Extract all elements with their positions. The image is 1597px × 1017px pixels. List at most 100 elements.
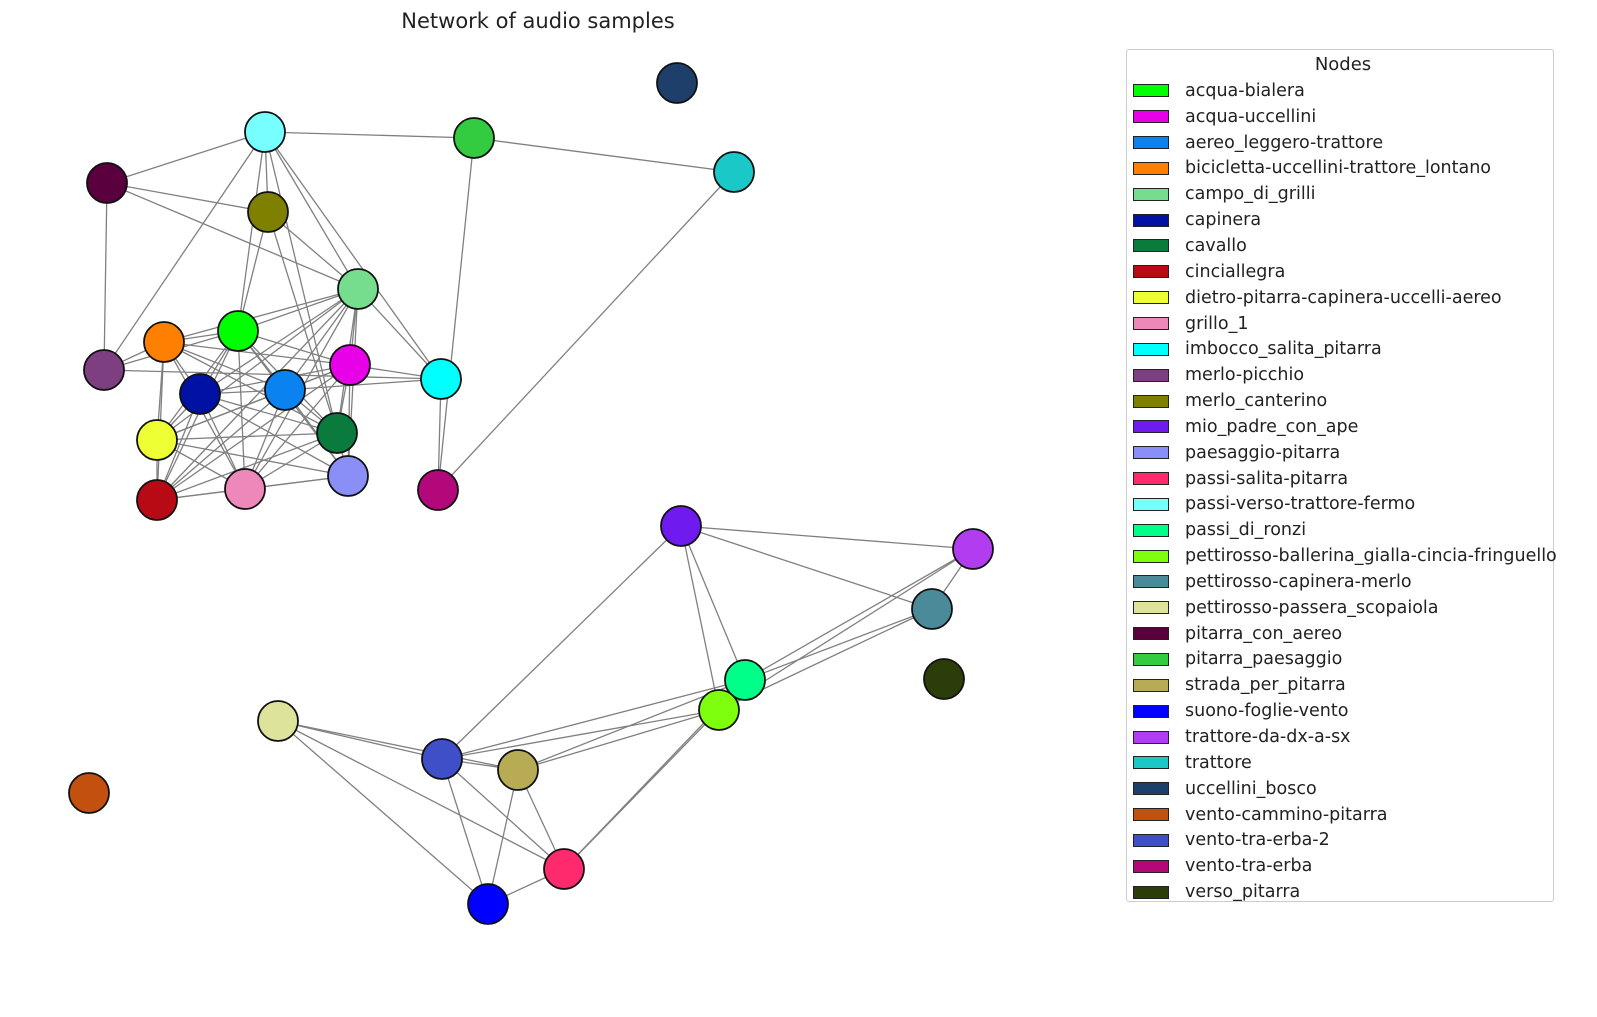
legend-item-passi-verso-trattore-fermo: passi-verso-trattore-fermo <box>1133 492 1553 518</box>
node-passi-verso-trattore-fermo[interactable] <box>244 111 286 153</box>
legend-item-vento-tra-erba-2: vento-tra-erba-2 <box>1133 827 1553 853</box>
legend-swatch <box>1133 213 1169 227</box>
node-campo-di-grilli[interactable] <box>337 268 379 310</box>
legend-swatch <box>1133 497 1169 511</box>
legend-label: aereo_leggero-trattore <box>1185 132 1384 153</box>
node-vento-tra-erba[interactable] <box>417 469 459 511</box>
edge-mio-padre-con-ape--pettirosso-ballerina-gialla-cincia-fringuello <box>680 525 720 711</box>
node-trattore[interactable] <box>713 151 755 193</box>
edge-pettirosso-passera-scopaiola--vento-tra-erba-2 <box>277 720 443 760</box>
edge-pettirosso-ballerina-gialla-cincia-fringuello--strada-per-pitarra <box>517 709 720 771</box>
edge-passi-verso-trattore-fermo--pitarra-paesaggio <box>264 131 475 139</box>
edge-campo-di-grilli--cinciallegra <box>156 288 359 501</box>
node-vento-tra-erba-2[interactable] <box>421 738 463 780</box>
legend-swatch <box>1133 136 1169 150</box>
edge-pettirosso-ballerina-gialla-cincia-fringuello--passi-salita-pitarra <box>563 709 720 870</box>
node-uccellini-bosco[interactable] <box>656 62 698 104</box>
legend-label: strada_per_pitarra <box>1185 675 1346 696</box>
legend-label: paesaggio-pitarra <box>1185 442 1341 463</box>
node-pitarra-con-aereo[interactable] <box>86 162 128 204</box>
edge-passi-verso-trattore-fermo--acqua-bialera <box>237 131 266 332</box>
node-pettirosso-ballerina-gialla-cincia-fringuello[interactable] <box>698 689 740 731</box>
node-dietro-pitarra-capinera-uccelli-aereo[interactable] <box>136 419 178 461</box>
node-bicicletta-uccellini-trattore-lontano[interactable] <box>143 321 185 363</box>
legend-item-pettirosso-passera-scopaiola: pettirosso-passera_scopaiola <box>1133 595 1553 621</box>
node-grillo-1[interactable] <box>224 468 266 510</box>
legend-item-pettirosso-ballerina-gialla-cincia-fringuello: pettirosso-ballerina_gialla-cincia-fring… <box>1133 543 1557 569</box>
edge-strada-per-pitarra--suono-foglie-vento <box>487 769 519 905</box>
chart-title: Network of audio samples <box>401 9 674 33</box>
edge-campo-di-grilli--acqua-bialera <box>237 288 359 332</box>
node-acqua-bialera[interactable] <box>217 310 259 352</box>
node-pettirosso-capinera-merlo[interactable] <box>911 588 953 630</box>
node-suono-foglie-vento[interactable] <box>467 883 509 925</box>
node-merlo-picchio[interactable] <box>83 349 125 391</box>
edges-layer <box>103 131 974 905</box>
legend-label: merlo-picchio <box>1185 365 1305 386</box>
legend-item-acqua-bialera: acqua-bialera <box>1133 78 1553 104</box>
node-pitarra-paesaggio[interactable] <box>453 117 495 159</box>
edge-vento-tra-erba-2--passi-salita-pitarra <box>441 758 565 870</box>
legend-swatch <box>1133 420 1169 434</box>
legend-label: imbocco_salita_pitarra <box>1185 339 1382 360</box>
legend-swatch <box>1133 885 1169 899</box>
legend-label: cavallo <box>1185 235 1247 256</box>
node-verso-pitarra[interactable] <box>923 658 965 700</box>
legend-item-bicicletta-uccellini-trattore-lontano: bicicletta-uccellini-trattore_lontano <box>1133 156 1553 182</box>
edge-pitarra-con-aereo--merlo-canterino <box>106 182 269 213</box>
edge-bicicletta-uccellini-trattore-lontano--acqua-uccellini <box>163 341 351 366</box>
legend-swatch <box>1133 549 1169 563</box>
node-merlo-canterino[interactable] <box>247 191 289 233</box>
edge-bicicletta-uccellini-trattore-lontano--grillo-1 <box>163 341 246 490</box>
legend-item-campo-di-grilli: campo_di_grilli <box>1133 181 1553 207</box>
edge-dietro-pitarra-capinera-uccelli-aereo--paesaggio-pitarra <box>156 439 349 477</box>
legend-swatch <box>1133 265 1169 279</box>
legend-item-suono-foglie-vento: suono-foglie-vento <box>1133 698 1553 724</box>
legend-swatch <box>1133 627 1169 641</box>
legend-label: vento-tra-erba <box>1185 856 1313 877</box>
legend-swatch <box>1133 833 1169 847</box>
node-aereo-leggero-trattore[interactable] <box>264 369 306 411</box>
edge-pitarra-paesaggio--trattore <box>473 137 735 173</box>
legend-label: bicicletta-uccellini-trattore_lontano <box>1185 158 1492 179</box>
legend-swatch <box>1133 446 1169 460</box>
legend-swatch <box>1133 187 1169 201</box>
node-passi-salita-pitarra[interactable] <box>543 848 585 890</box>
legend-label: suono-foglie-vento <box>1185 701 1349 722</box>
legend-item-merlo-picchio: merlo-picchio <box>1133 362 1553 388</box>
edge-acqua-bialera--cinciallegra <box>156 330 239 501</box>
legend-swatch <box>1133 317 1169 331</box>
legend-item-cinciallegra: cinciallegra <box>1133 259 1553 285</box>
node-pettirosso-passera-scopaiola[interactable] <box>257 700 299 742</box>
edge-pettirosso-passera-scopaiola--passi-salita-pitarra <box>277 720 565 870</box>
node-cinciallegra[interactable] <box>136 479 178 521</box>
legend-label: pettirosso-passera_scopaiola <box>1185 597 1439 618</box>
legend-item-cavallo: cavallo <box>1133 233 1553 259</box>
legend-item-passi-di-ronzi: passi_di_ronzi <box>1133 517 1553 543</box>
legend-swatch <box>1133 472 1169 486</box>
node-passi-di-ronzi[interactable] <box>724 659 766 701</box>
node-trattore-da-dx-a-sx[interactable] <box>952 528 994 570</box>
node-paesaggio-pitarra[interactable] <box>327 455 369 497</box>
legend-label: acqua-bialera <box>1185 80 1305 101</box>
legend-swatch <box>1133 523 1169 537</box>
legend-item-verso-pitarra: verso_pitarra <box>1133 879 1553 905</box>
edge-acqua-uccellini--grillo-1 <box>244 364 351 490</box>
edge-trattore--vento-tra-erba <box>437 171 735 491</box>
edge-acqua-uccellini--dietro-pitarra-capinera-uccelli-aereo <box>156 364 351 441</box>
legend-swatch <box>1133 782 1169 796</box>
node-acqua-uccellini[interactable] <box>329 344 371 386</box>
legend-label: passi-salita-pitarra <box>1185 468 1349 489</box>
node-capinera[interactable] <box>179 373 221 415</box>
legend-label: uccellini_bosco <box>1185 778 1317 799</box>
node-cavallo[interactable] <box>316 412 358 454</box>
node-strada-per-pitarra[interactable] <box>497 749 539 791</box>
node-vento-cammino-pitarra[interactable] <box>68 772 110 814</box>
legend-title: Nodes <box>1314 54 1372 75</box>
legend-item-uccellini-bosco: uccellini_bosco <box>1133 776 1553 802</box>
legend-swatch <box>1133 601 1169 615</box>
node-imbocco-salita-pitarra[interactable] <box>420 358 462 400</box>
node-mio-padre-con-ape[interactable] <box>660 505 702 547</box>
